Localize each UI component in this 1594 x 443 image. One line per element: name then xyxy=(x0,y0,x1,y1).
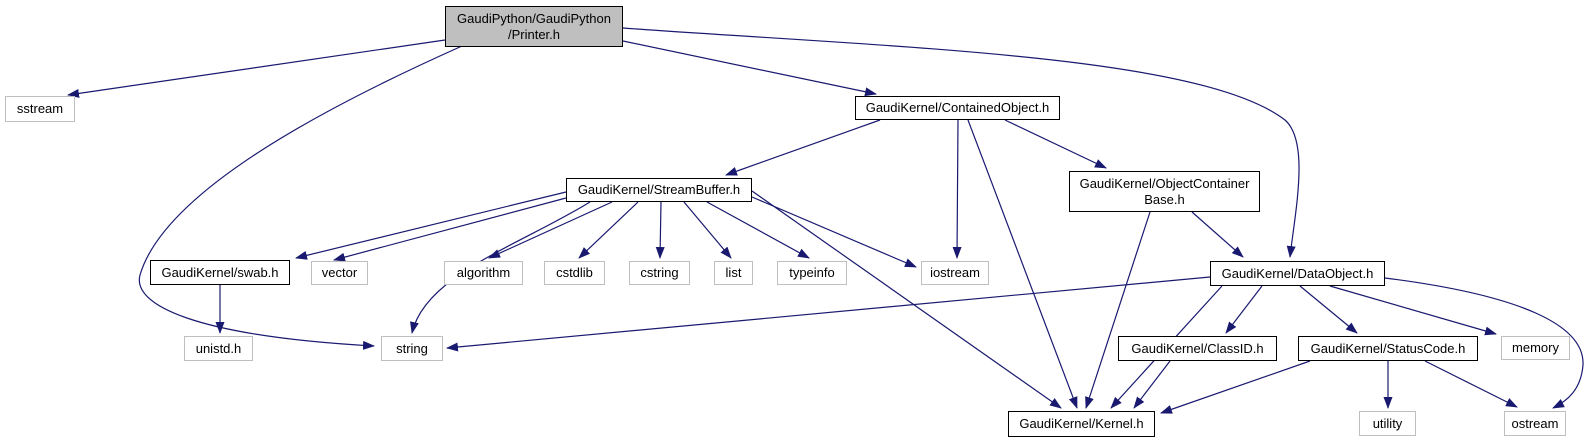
edge-containedobject-to-iostream xyxy=(952,119,962,259)
edge-dataobject-to-ostream xyxy=(1384,277,1584,409)
edge-containedobject-to-streambuffer xyxy=(725,119,881,176)
node-unistd: unistd.h xyxy=(184,336,253,361)
node-string: string xyxy=(381,336,443,361)
edge-objectcontainerbase-to-dataobject xyxy=(1191,211,1244,258)
node-iostream: iostream xyxy=(921,261,989,285)
edge-streambuffer-to-list xyxy=(683,201,732,259)
node-dataobject[interactable]: GaudiKernel/DataObject.h xyxy=(1210,261,1385,286)
edge-streambuffer-to-kernel xyxy=(751,190,1062,409)
edge-streambuffer-to-typeinfo xyxy=(706,201,810,259)
edge-streambuffer-to-vector xyxy=(333,197,567,262)
node-classid[interactable]: GaudiKernel/ClassID.h xyxy=(1118,336,1277,361)
node-printer: GaudiPython/GaudiPython /Printer.h xyxy=(445,6,623,47)
node-objectcontainerbase[interactable]: GaudiKernel/ObjectContainer Base.h xyxy=(1069,171,1260,212)
edge-objectcontainerbase-to-kernel xyxy=(1085,211,1151,409)
edge-streambuffer-to-cstring xyxy=(655,201,665,259)
edge-streambuffer-to-iostream xyxy=(751,196,917,268)
node-vector: vector xyxy=(311,261,368,285)
edge-dataobject-to-string xyxy=(446,276,1211,352)
edge-printer-to-dataobject xyxy=(622,27,1300,258)
edge-containedobject-to-objectcontainerbase xyxy=(1004,119,1107,169)
node-swab[interactable]: GaudiKernel/swab.h xyxy=(150,260,290,285)
node-sstream: sstream xyxy=(5,96,75,122)
edge-streambuffer-to-cstdlib xyxy=(578,201,639,259)
edge-statuscode-to-ostream xyxy=(1424,360,1518,408)
edge-classid-to-kernel xyxy=(1133,360,1171,409)
edge-dataobject-to-classid xyxy=(1225,285,1263,334)
edge-streambuffer-to-algorithm xyxy=(488,201,613,259)
edge-streambuffer-to-swab xyxy=(295,191,567,260)
node-list: list xyxy=(714,261,753,285)
edge-dataobject-to-memory xyxy=(1329,285,1497,336)
node-utility: utility xyxy=(1359,411,1416,436)
node-algorithm: algorithm xyxy=(444,261,523,285)
node-containedobject[interactable]: GaudiKernel/ContainedObject.h xyxy=(855,96,1060,120)
edge-printer-to-containedobject xyxy=(622,40,877,97)
node-ostream: ostream xyxy=(1504,411,1566,436)
node-streambuffer[interactable]: GaudiKernel/StreamBuffer.h xyxy=(566,178,752,202)
edge-dataobject-to-statuscode xyxy=(1299,285,1358,334)
edge-containedobject-to-kernel xyxy=(967,119,1078,409)
node-statuscode[interactable]: GaudiKernel/StatusCode.h xyxy=(1298,336,1478,361)
node-cstdlib: cstdlib xyxy=(544,261,605,285)
edge-printer-to-string xyxy=(138,45,463,350)
node-kernel[interactable]: GaudiKernel/Kernel.h xyxy=(1008,411,1155,437)
node-cstring: cstring xyxy=(629,261,690,285)
node-typeinfo: typeinfo xyxy=(777,261,847,285)
edge-printer-to-sstream xyxy=(67,39,446,98)
edge-statuscode-to-kernel xyxy=(1160,360,1311,414)
node-memory: memory xyxy=(1501,336,1570,360)
